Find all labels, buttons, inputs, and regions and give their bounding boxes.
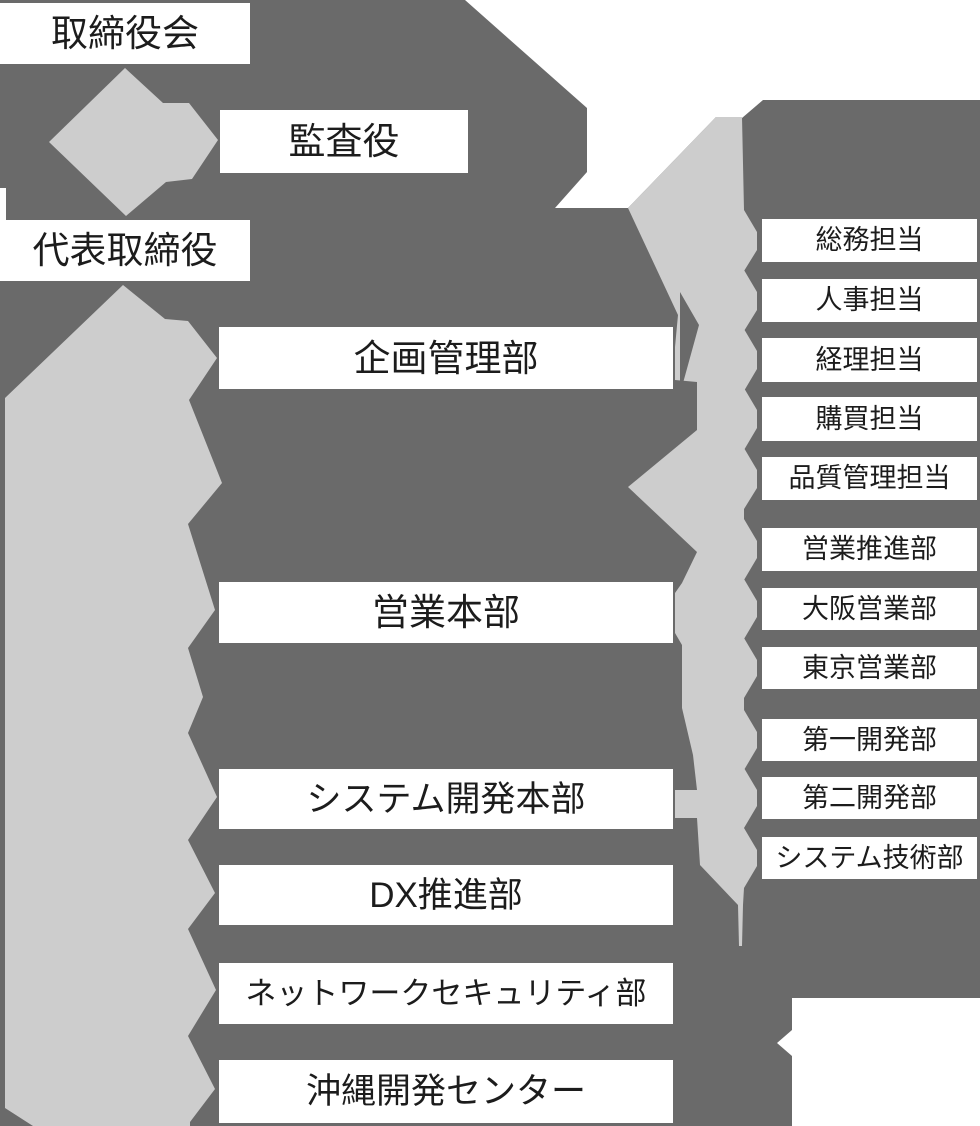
org-node-system-dev-headquarters: システム開発本部 xyxy=(219,769,673,829)
org-node-okinawa-dev-center: 沖縄開発センター xyxy=(219,1060,673,1123)
org-node-sales-headquarters: 営業本部 xyxy=(219,582,673,643)
org-node-accounting: 経理担当 xyxy=(762,338,977,382)
org-node-board-of-directors: 取締役会 xyxy=(0,3,250,64)
org-node-sales-promotion: 営業推進部 xyxy=(762,528,977,571)
org-node-dx-promotion-dept: DX推進部 xyxy=(219,865,673,925)
connector-band xyxy=(628,117,757,946)
org-node-quality-control: 品質管理担当 xyxy=(762,457,977,500)
org-node-planning-management-dept: 企画管理部 xyxy=(219,327,673,389)
org-node-tokyo-sales: 東京営業部 xyxy=(762,647,977,689)
org-node-general-affairs: 総務担当 xyxy=(762,219,977,262)
org-node-first-dev-dept: 第一開発部 xyxy=(762,719,977,761)
connector-trunk xyxy=(5,285,222,1126)
cutout-top-right xyxy=(465,0,980,208)
org-node-hr: 人事担当 xyxy=(762,279,977,322)
org-node-system-tech-dept: システム技術部 xyxy=(762,837,977,879)
connector-diamond-joint xyxy=(49,68,218,216)
cutout-bottom-right xyxy=(777,998,980,1126)
org-node-representative-director: 代表取締役 xyxy=(0,220,250,281)
band-dark-notch xyxy=(680,292,699,394)
org-node-auditor: 監査役 xyxy=(220,110,468,173)
org-node-network-security-dept: ネットワークセキュリティ部 xyxy=(219,963,673,1024)
org-node-osaka-sales: 大阪営業部 xyxy=(762,588,977,630)
org-node-second-dev-dept: 第二開発部 xyxy=(762,777,977,819)
org-node-purchasing: 購買担当 xyxy=(762,397,977,441)
